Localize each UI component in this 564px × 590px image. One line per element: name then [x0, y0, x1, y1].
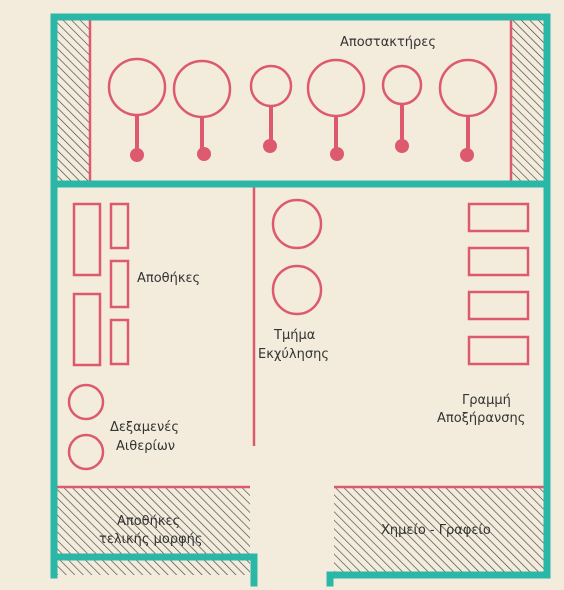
storage-rack-5	[109, 318, 130, 366]
oil-tank-2	[67, 433, 105, 471]
distiller-6	[438, 58, 498, 162]
drying-tray-3	[467, 290, 530, 321]
extraction-vessel-2	[271, 264, 323, 316]
tanks-label-line2: Αιθερίων	[116, 439, 176, 454]
storage-rack-1	[72, 202, 102, 277]
extraction-label-line2: Εκχύλησης	[258, 347, 329, 362]
drying-tray-4	[467, 335, 530, 366]
distiller-3	[249, 64, 293, 153]
lab-office-label: Χημείο - Γραφείο	[381, 523, 491, 538]
distiller-5	[381, 64, 423, 153]
storage-rack-4	[72, 292, 102, 367]
hatched-area-lab-office	[334, 487, 544, 575]
storage-rack-3	[109, 259, 130, 309]
distiller-4	[306, 58, 366, 161]
oil-tank-1	[67, 383, 105, 421]
extraction-label-line1: Τμήμα	[274, 328, 316, 343]
hatched-wall-top-left	[57, 20, 90, 182]
extraction-vessel-1	[271, 198, 323, 250]
distiller-2	[172, 59, 232, 161]
storage-rack-2	[109, 202, 130, 250]
final-storage-label-line1: Αποθήκες	[117, 514, 181, 529]
final-storage-label-line2: τελικής μορφής	[99, 532, 203, 547]
storage-label: Αποθήκες	[137, 271, 201, 286]
distiller-1	[107, 57, 167, 162]
drying-label-line2: Αποξήρανσης	[437, 411, 526, 426]
hatched-wall-top-right	[511, 20, 544, 182]
outer-wall	[50, 13, 551, 587]
drying-tray-2	[467, 246, 530, 277]
drying-tray-1	[467, 202, 530, 233]
tanks-label-line1: Δεξαμενές	[110, 420, 179, 435]
distillers-label: Αποστακτήρες	[340, 35, 436, 50]
outer-wall-left	[50, 553, 258, 587]
drying-label-line1: Γραμμή	[462, 393, 511, 408]
